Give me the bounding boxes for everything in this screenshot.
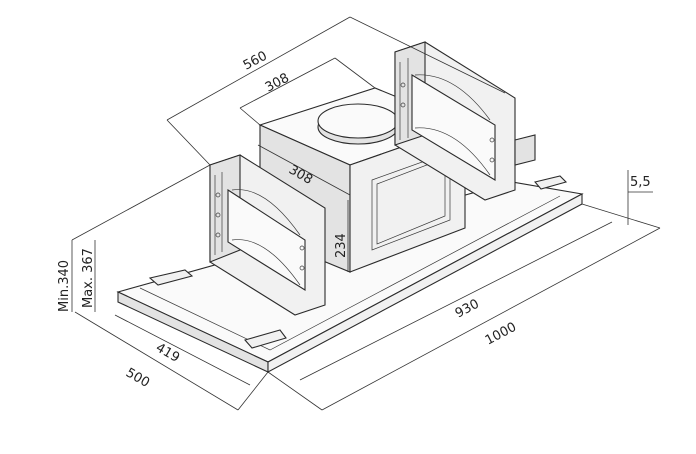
- dim-308-top: 308: [263, 71, 292, 96]
- dim-1000: 1000: [483, 320, 519, 349]
- left-bracket: [209, 154, 326, 316]
- dim-min-height: Min.340: [57, 260, 72, 312]
- dimension-lines: [71, 16, 661, 411]
- right-bracket: [394, 41, 536, 201]
- dim-419: 419: [153, 340, 182, 365]
- dim-500: 500: [123, 365, 152, 390]
- dim-560: 560: [241, 49, 270, 74]
- dim-234: 234: [334, 233, 349, 258]
- dim-max-height: Max. 367: [81, 248, 96, 308]
- dim-5-5: 5,5: [630, 175, 651, 190]
